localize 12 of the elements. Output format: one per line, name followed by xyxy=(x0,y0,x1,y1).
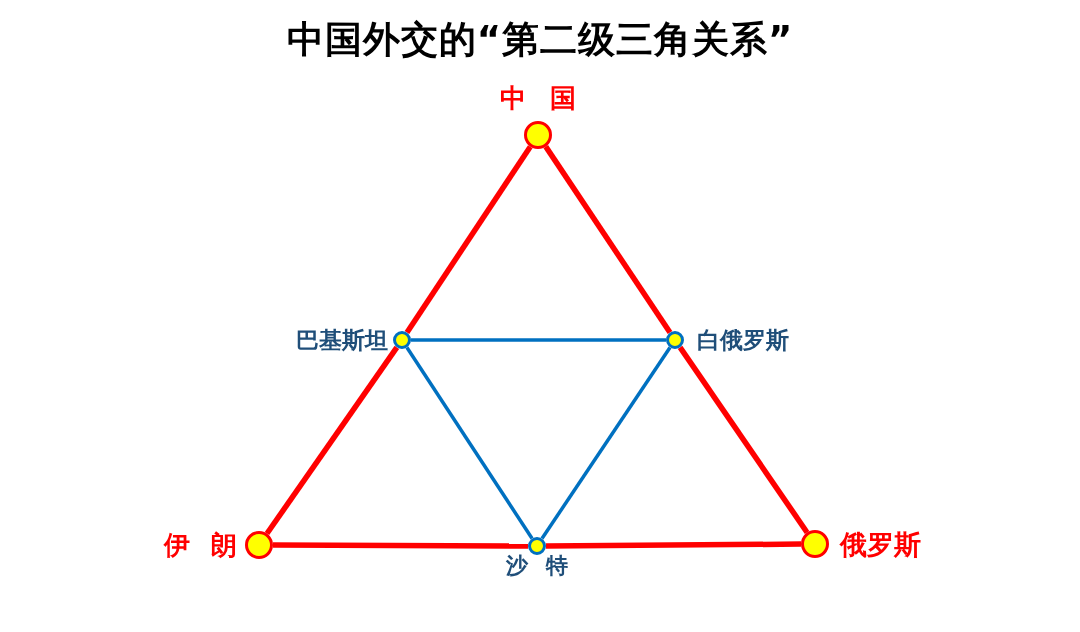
country-label: 中 国 xyxy=(500,85,576,111)
connector-line xyxy=(411,338,666,342)
country-label: 俄罗斯 xyxy=(840,530,921,558)
connector-line xyxy=(545,541,801,549)
connector-line xyxy=(273,542,528,549)
country-label: 白俄罗斯 xyxy=(697,328,789,352)
country-label: 沙 特 xyxy=(506,555,568,577)
connector-line xyxy=(540,346,672,540)
connector-line xyxy=(405,346,534,540)
diagram-title: 中国外交的“第二级三角关系” xyxy=(286,17,794,63)
country-label: 巴基斯坦 xyxy=(296,328,388,352)
country-label: 伊 朗 xyxy=(163,532,237,558)
